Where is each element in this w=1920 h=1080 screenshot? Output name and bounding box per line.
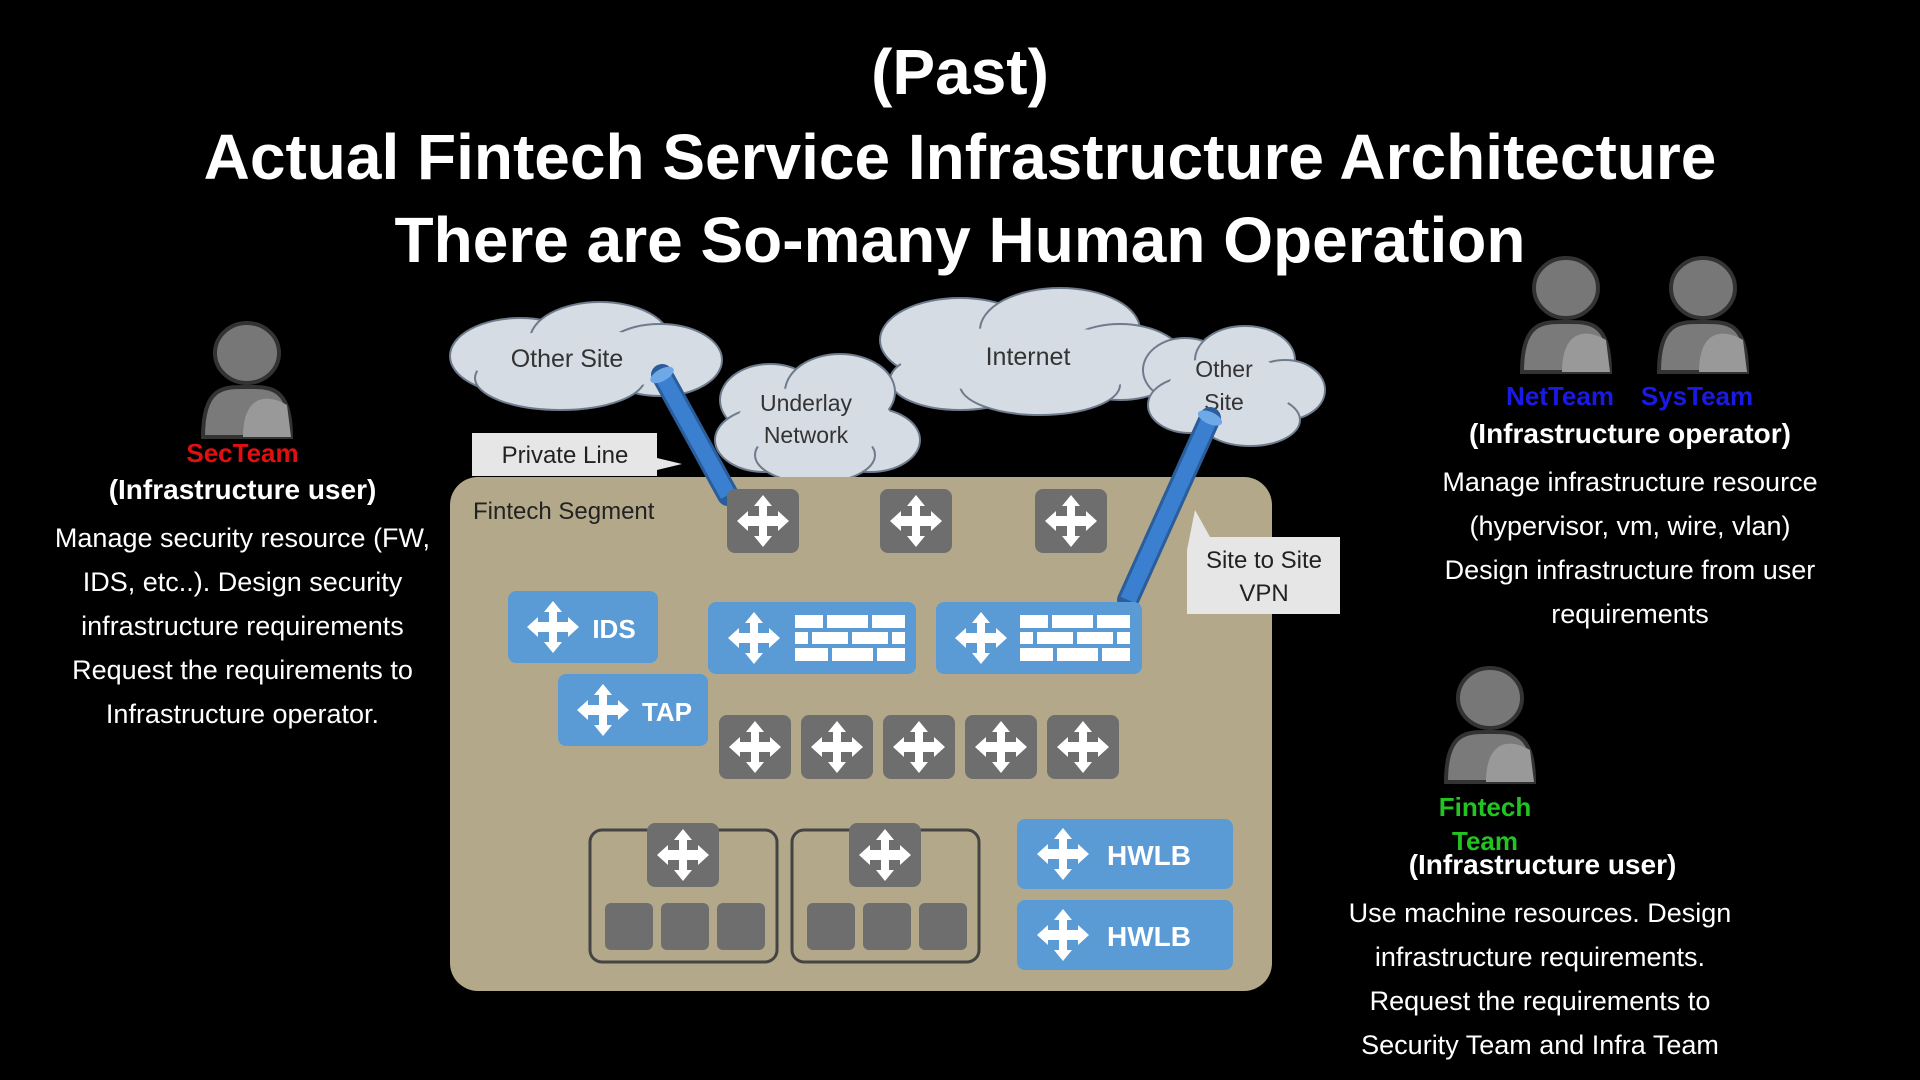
operators-role: (Infrastructure operator): [1468, 418, 1792, 449]
operators-description: Manage infrastructure resource (hypervis…: [1442, 467, 1818, 629]
title-line-2: Actual Fintech Service Infrastructure Ar…: [203, 121, 1717, 193]
vpn-callout: Site to Site VPN: [1187, 510, 1340, 614]
title-line-1: (Past): [871, 36, 1049, 108]
ids-label: IDS: [592, 614, 635, 644]
sec-team-person-icon: [201, 321, 293, 439]
router-icon: [1035, 489, 1107, 553]
net-team-name: NetTeam: [1506, 381, 1614, 411]
hwlb-label: HWLB: [1107, 840, 1191, 871]
title-line-3: There are So-many Human Operation: [394, 204, 1526, 276]
router-icon: [883, 715, 955, 779]
fintech-segment-label: Fintech Segment: [473, 498, 655, 525]
firewall-device: [936, 602, 1142, 674]
other-site-left-label: Other Site: [511, 345, 624, 373]
sec-team-name: SecTeam: [186, 438, 299, 468]
router-icon: [801, 715, 873, 779]
other-site-right-label-1: Other: [1195, 356, 1253, 382]
vpn-label-1: Site to Site: [1206, 547, 1322, 574]
sys-team-name: SysTeam: [1640, 381, 1754, 411]
hwlb-label: HWLB: [1107, 921, 1191, 952]
router-icon: [880, 489, 952, 553]
private-line-pipe: [650, 364, 739, 506]
cloud-internet: Internet: [879, 287, 1186, 416]
fintech-team-role: (Infrastructure user): [1408, 849, 1677, 880]
net-team-person-icon: [1520, 256, 1612, 374]
cloud-underlay-network: Underlay Network: [714, 353, 921, 484]
tap-device: TAP: [558, 674, 708, 746]
router-icon: [727, 489, 799, 553]
fintech-team-description: Use machine resources. Design infrastruc…: [1348, 898, 1732, 1060]
tap-label: TAP: [642, 697, 692, 727]
fintech-team-person-icon: [1444, 666, 1536, 784]
cloud-other-site-left: Other Site: [449, 301, 723, 411]
ids-device: IDS: [508, 591, 658, 663]
vpn-label-2: VPN: [1239, 580, 1288, 607]
hwlb-device: HWLB: [1017, 819, 1233, 889]
router-icon: [965, 715, 1037, 779]
hwlb-device: HWLB: [1017, 900, 1233, 970]
server-group: [790, 823, 981, 964]
sys-team-person-icon: [1657, 256, 1749, 374]
cloud-other-site-right: Other Site: [1142, 325, 1326, 447]
router-icon: [1047, 715, 1119, 779]
sec-team-description: Manage security resource (FW, IDS, etc..…: [54, 523, 431, 729]
underlay-label-2: Network: [764, 422, 849, 448]
private-line-callout: Private Line: [472, 433, 682, 476]
underlay-label-1: Underlay: [760, 390, 853, 416]
vpn-pipe: [1117, 407, 1223, 611]
server-group: [588, 823, 779, 964]
router-icon: [719, 715, 791, 779]
private-line-label: Private Line: [502, 442, 629, 469]
internet-label: Internet: [986, 343, 1071, 371]
sec-team-role: (Infrastructure user): [108, 474, 377, 505]
fintech-team-name: Fintech Team: [1438, 792, 1532, 856]
firewall-device: [708, 602, 916, 674]
